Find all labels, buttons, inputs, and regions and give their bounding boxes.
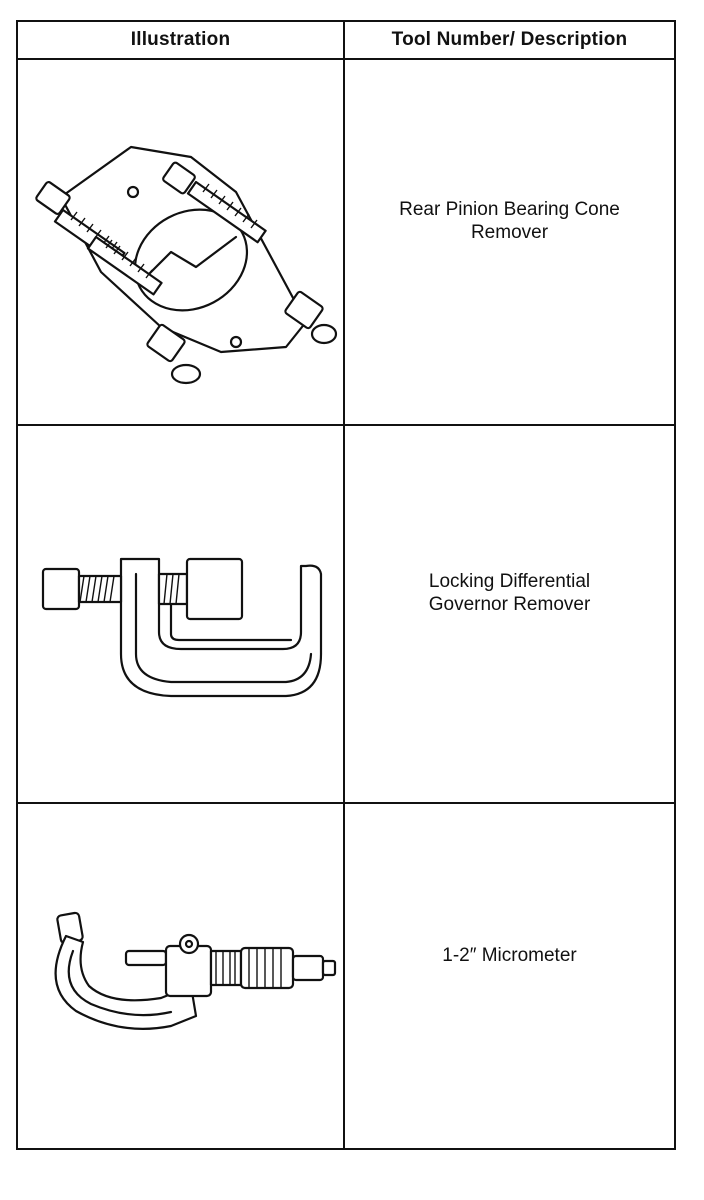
tool-description-2: Locking Differential Governor Remover xyxy=(428,571,591,615)
description-cell-2: Locking Differential Governor Remover xyxy=(345,426,674,804)
header-tool-description: Tool Number/ Description xyxy=(345,22,674,60)
header-illustration: Illustration xyxy=(18,22,345,60)
description-cell-3: 1-2″ Micrometer xyxy=(345,804,674,1148)
description-cell-1: Rear Pinion Bearing Cone Remover xyxy=(345,60,674,426)
micrometer-icon xyxy=(54,911,336,1030)
bearing-cone-remover-icon xyxy=(34,145,337,385)
tool-table: Illustration Tool Number/ Description xyxy=(16,20,676,1150)
illustration-cell-2 xyxy=(18,426,345,804)
tool-description-1: Rear Pinion Bearing Cone Remover xyxy=(399,199,620,243)
illustration-cell-1 xyxy=(18,60,345,426)
tool-description-3: 1-2″ Micrometer xyxy=(442,944,577,966)
governor-remover-clamp-icon xyxy=(41,557,322,698)
illustration-cell-3 xyxy=(18,804,345,1148)
